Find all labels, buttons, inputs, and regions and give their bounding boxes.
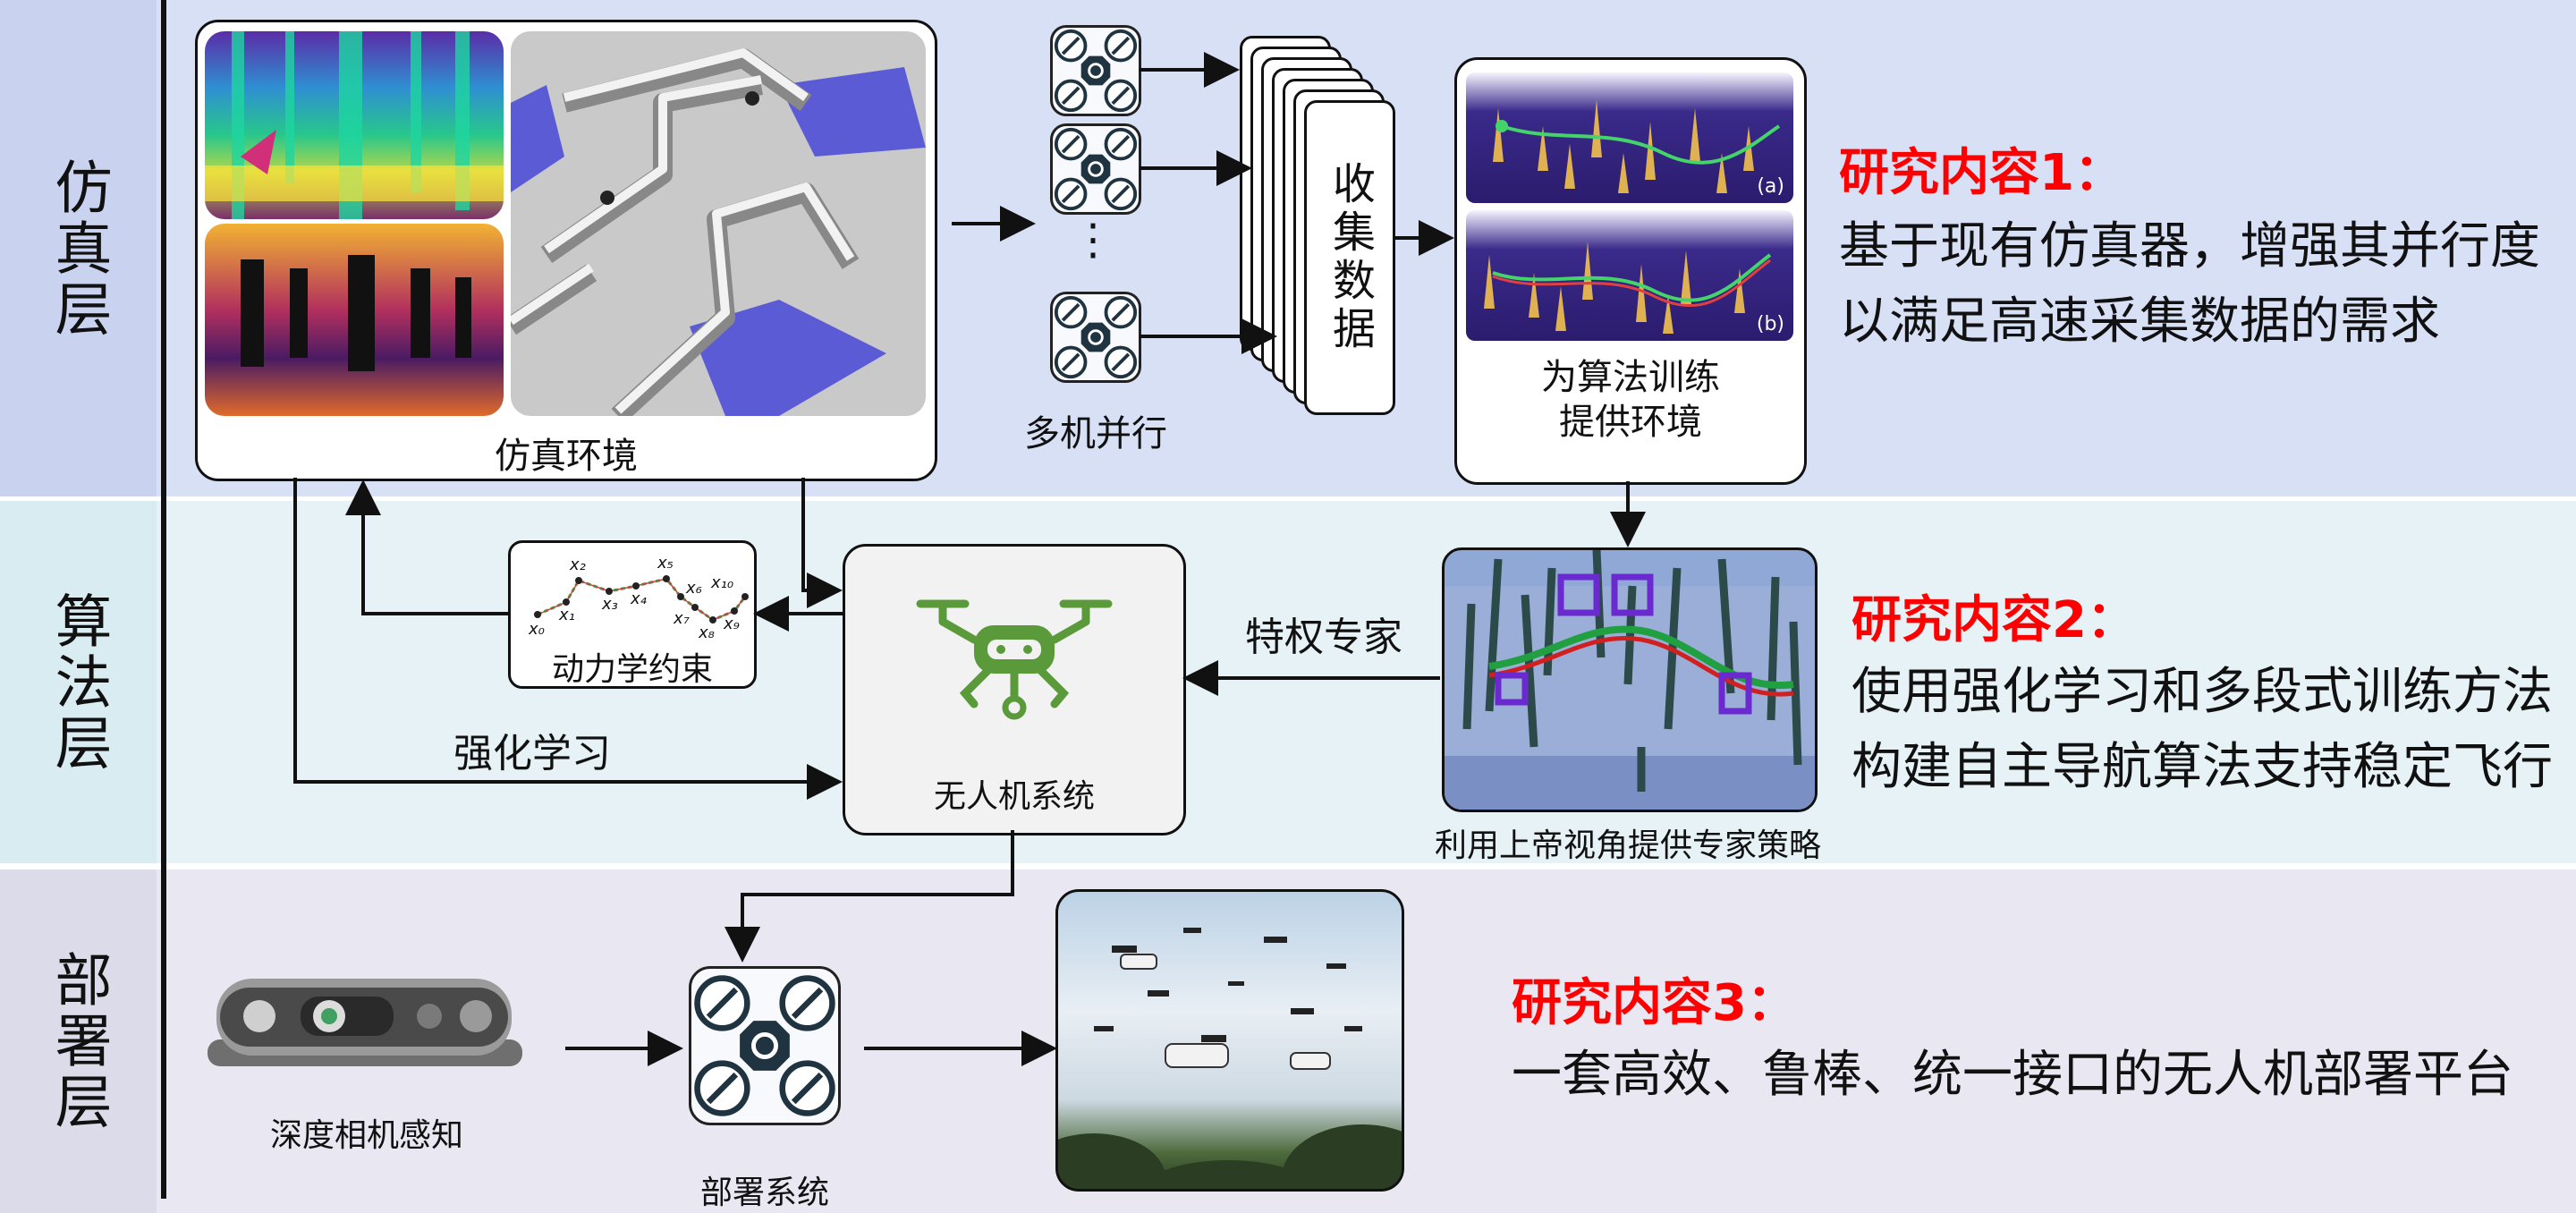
uav-system-label: 无人机系统	[933, 778, 1095, 815]
arrow	[801, 478, 843, 608]
rotor-blade	[1111, 134, 1131, 154]
arrow	[345, 479, 508, 615]
research-content-2-line2: 构建自主导航算法支持稳定飞行	[1852, 738, 2553, 796]
rotor-blade	[1111, 36, 1131, 55]
training-environment-box: (a) (b) 为算法训练 提供环境	[1454, 57, 1807, 485]
research-content-1-title: 研究内容1：	[1839, 144, 2124, 202]
quadcopter-icon	[1050, 292, 1141, 383]
deployment-layer-label: 部署层	[0, 869, 157, 1213]
rotor-blade	[791, 1072, 824, 1105]
arrow	[724, 830, 1014, 963]
dynamics-constraint-box: x₀ x₁ x₂ x₃ x₄ x₅ x₆ x₇ x₈ x₉ x₁₀ 动力学约束	[508, 540, 757, 689]
drone-core	[1088, 161, 1104, 177]
rotor-blade	[706, 1072, 739, 1105]
node-label: x₂	[570, 556, 586, 574]
research-content-1-line1: 基于现有仿真器，增强其并行度	[1839, 217, 2540, 276]
rotor-blade	[1061, 302, 1080, 322]
rotor-blade	[706, 987, 739, 1020]
drone-icon	[916, 599, 1113, 720]
simulation-environment-label: 仿真环境	[495, 436, 638, 477]
research-content-3-line1: 一套高效、鲁棒、统一接口的无人机部署平台	[1512, 1046, 2513, 1104]
quadcopter-icon	[1050, 25, 1141, 116]
expert-strategy-label: 利用上帝视角提供专家策略	[1434, 827, 1821, 864]
rotor-blade	[791, 987, 824, 1020]
rotor-blade	[1111, 184, 1131, 204]
drone-core	[750, 1031, 779, 1060]
uav-system-box: 无人机系统	[843, 544, 1186, 836]
reinforcement-learning-label: 强化学习	[453, 731, 611, 776]
drone-core	[1088, 63, 1104, 79]
expert-strategy-image	[1442, 547, 1818, 812]
collect-data-label: 收集数据	[1325, 161, 1375, 354]
arrow	[293, 478, 843, 800]
node-label: x₈	[699, 623, 715, 642]
research-content-1-description: 基于现有仿真器，增强其并行度 以满足高速采集数据的需求	[1839, 209, 2540, 360]
training-environment-label-line2: 提供环境	[1559, 402, 1702, 443]
node-label: x₁₀	[711, 573, 734, 592]
more-drones-ellipsis: ⋮	[1072, 215, 1114, 265]
node-label: x₅	[657, 554, 674, 573]
training-environment-label-line1: 为算法训练	[1541, 357, 1720, 398]
maze-environment-image	[511, 31, 926, 416]
panel-b-label: (b)	[1756, 313, 1784, 335]
training-map-b-image: (b)	[1466, 210, 1793, 341]
node-label: x₁	[559, 606, 575, 624]
dynamics-constraint-label: 动力学约束	[551, 651, 713, 688]
node-label: x₀	[529, 620, 545, 639]
node-label: x₇	[674, 609, 690, 628]
quadcopter-glyph	[694, 975, 835, 1116]
depth-image	[205, 224, 504, 416]
rotor-blade	[1061, 134, 1080, 154]
training-map-a-image: (a)	[1466, 72, 1793, 203]
quadcopter-glyph	[1054, 127, 1138, 211]
research-content-2-description: 使用强化学习和多段式训练方法 构建自主导航算法支持稳定飞行	[1852, 655, 2553, 805]
forest-pointcloud-image	[205, 31, 504, 219]
research-content-1-line2: 以满足高速采集数据的需求	[1839, 293, 2440, 351]
research-content-3-description: 一套高效、鲁棒、统一接口的无人机部署平台	[1512, 1038, 2513, 1113]
quadcopter-icon	[689, 966, 841, 1125]
depth-camera-icon	[208, 979, 522, 1066]
research-content-2-line1: 使用强化学习和多段式训练方法	[1852, 663, 2553, 721]
privileged-expert-label: 特权专家	[1245, 615, 1402, 660]
collect-data-card: 收集数据	[1304, 100, 1395, 415]
layer-divider	[161, 0, 166, 1199]
rotor-blade	[1061, 86, 1080, 106]
quadcopter-icon	[1050, 123, 1141, 215]
multi-drone-parallel-label: 多机并行	[1024, 413, 1167, 454]
simulation-layer-label: 仿真层	[0, 0, 157, 496]
node-label: x₄	[631, 590, 647, 608]
panel-a-label: (a)	[1757, 175, 1784, 198]
depth-camera-label: 深度相机感知	[269, 1117, 463, 1154]
drone-body	[740, 1021, 790, 1071]
deployment-system-label: 部署系统	[699, 1175, 829, 1211]
drone-body	[1080, 154, 1111, 184]
node-label: x₆	[686, 579, 702, 598]
quadcopter-glyph	[1054, 295, 1138, 379]
rotor-blade	[1061, 352, 1080, 372]
training-environment-label: 为算法训练 提供环境	[1457, 355, 1804, 445]
drone-core	[1088, 329, 1104, 345]
rotor-blade	[1111, 86, 1131, 106]
drone-swarm-photo	[1055, 889, 1404, 1192]
rotor-blade	[1111, 302, 1131, 322]
quadcopter-glyph	[1054, 29, 1138, 113]
research-content-2-title: 研究内容2：	[1852, 591, 2137, 649]
rotor-blade	[1061, 36, 1080, 55]
rotor-blade	[1061, 184, 1080, 204]
simulation-environment-box: 仿真环境	[195, 20, 937, 481]
drone-body	[1080, 55, 1111, 86]
node-label: x₃	[602, 595, 618, 614]
research-content-3-title: 研究内容3：	[1512, 974, 1797, 1032]
node-label: x₉	[724, 615, 740, 633]
algorithm-layer-band	[0, 501, 2576, 863]
trajectory-diagram	[534, 575, 749, 623]
algorithm-layer-label: 算法层	[0, 501, 157, 863]
rotor-blade	[1111, 352, 1131, 372]
drone-body	[1080, 322, 1111, 352]
